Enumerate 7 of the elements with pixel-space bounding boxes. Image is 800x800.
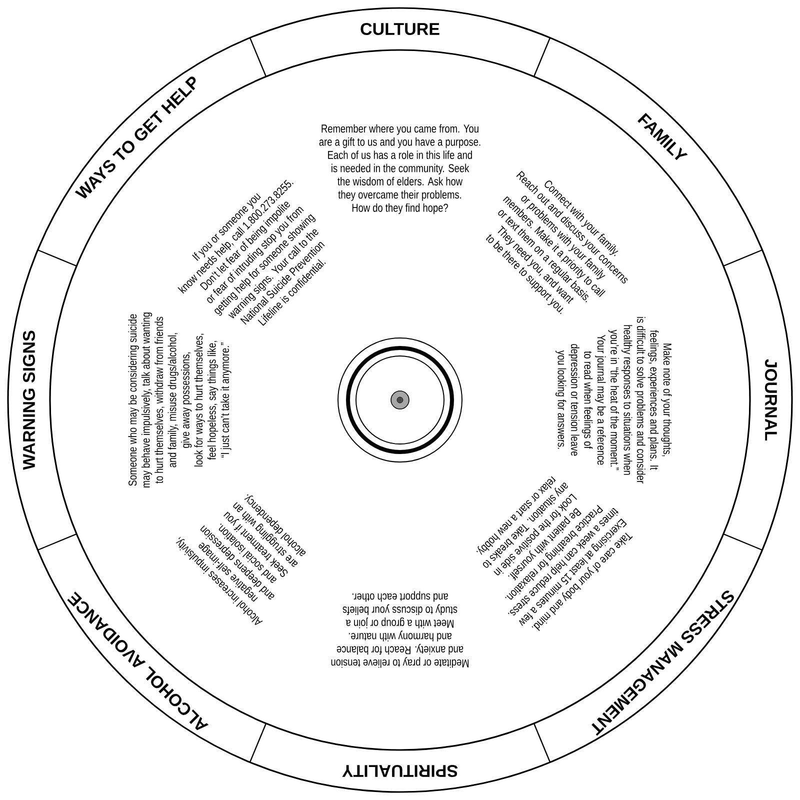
sector-text: Remember where you came from. You are a gift to us and you have a purpose. Each of us has a role in this life and is needed in the community. Seek the wisdom of elders. Ask how they overcame their problems. How do they find hope? bbox=[319, 124, 480, 214]
sector-title: WARNING SIGNS bbox=[22, 330, 36, 470]
sector-text: Make note of your thoughts, feelings, experiences and plans. It is difficult to solve problems and consider healthy responses to situations when you’re in “the heat of the moment.” Your journal may be a reference to read when feelings of depression or tension leave you looking for answers. bbox=[555, 317, 672, 484]
sector-title: CULTURE bbox=[360, 22, 440, 36]
sector-text: Meditate or pray to relieve tension and anxiety. Reach for balance and harmony with nature. Meet with a group or join a study to discuss your beliefs and support each other. bbox=[331, 591, 469, 668]
sector-title: JOURNAL bbox=[764, 359, 778, 441]
sector-title: SPIRITUALITY bbox=[342, 764, 458, 778]
